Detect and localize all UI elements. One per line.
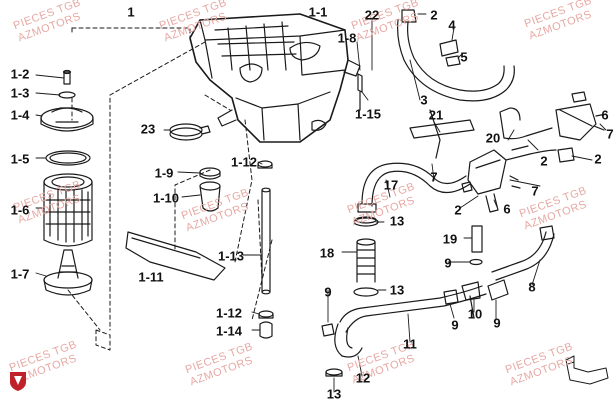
leader-lines — [35, 13, 607, 393]
callout-1-3: 1-3 — [10, 85, 30, 101]
callout-7: 7 — [531, 183, 539, 199]
callout-11: 11 — [403, 336, 417, 352]
callout-9: 9 — [324, 284, 332, 300]
callout-1-4: 1-4 — [10, 107, 30, 123]
callout-1-15: 1-15 — [354, 106, 382, 122]
callout-9: 9 — [451, 317, 459, 333]
callout-17: 17 — [383, 177, 399, 193]
callout-2: 2 — [430, 7, 438, 23]
callout-18: 18 — [319, 245, 335, 261]
callout-1-11: 1-11 — [138, 269, 164, 285]
callout-1-2: 1-2 — [10, 66, 30, 82]
callout-1-14: 1-14 — [215, 323, 243, 339]
callout-9: 9 — [444, 255, 452, 271]
callout-4: 4 — [448, 17, 456, 33]
callout-1-13: 1-13 — [217, 248, 245, 264]
callout-1-12: 1-12 — [230, 154, 258, 170]
callout-1-7: 1-7 — [10, 266, 30, 282]
callout-7: 7 — [430, 169, 438, 185]
callout-2: 2 — [594, 151, 602, 167]
breather-bellows — [353, 217, 483, 297]
callout-8: 8 — [528, 279, 536, 295]
callout-22: 22 — [364, 7, 380, 23]
drain-plug — [199, 167, 221, 212]
callout-1: 1 — [127, 4, 135, 20]
callout-19: 19 — [442, 231, 458, 247]
callout-1-10: 1-10 — [152, 190, 180, 206]
callout-1-1: 1-1 — [308, 4, 328, 20]
view-arrow-glyph — [565, 355, 609, 385]
callout-13: 13 — [389, 213, 405, 229]
air-box-housing — [189, 13, 361, 143]
callout-1-9: 1-9 — [154, 165, 174, 181]
callout-6: 6 — [601, 107, 609, 123]
clip-13 — [355, 216, 377, 224]
brand-shield-logo — [10, 372, 26, 391]
callout-5: 5 — [460, 49, 468, 65]
callout-3: 3 — [420, 92, 428, 108]
hose-8 — [491, 225, 555, 281]
callout-1-8: 1-8 — [337, 30, 357, 46]
callout-20: 20 — [485, 130, 501, 146]
callout-2: 2 — [454, 202, 462, 218]
clamp-23 — [169, 123, 211, 141]
breather-hose-3 — [357, 9, 515, 111]
lower-hose-11 — [321, 279, 509, 377]
callout-10: 10 — [467, 306, 483, 322]
hose-17 — [357, 162, 471, 213]
callout-21: 21 — [428, 107, 444, 123]
callout-23: 23 — [140, 121, 156, 137]
callout-13: 13 — [389, 282, 405, 298]
filter-stack — [40, 69, 94, 296]
callout-9: 9 — [493, 315, 501, 331]
sponge-strip — [125, 231, 226, 281]
callout-7: 7 — [606, 126, 614, 142]
callout-1-5: 1-5 — [10, 151, 30, 167]
callout-1-6: 1-6 — [10, 202, 30, 218]
secondary-air-valve — [409, 91, 607, 213]
callout-2: 2 — [540, 153, 548, 169]
assembly-outline — [67, 27, 273, 351]
callout-6: 6 — [503, 201, 511, 217]
callout-1-12: 1-12 — [215, 305, 243, 321]
callout-12: 12 — [355, 370, 371, 386]
callout-13: 13 — [326, 386, 342, 400]
